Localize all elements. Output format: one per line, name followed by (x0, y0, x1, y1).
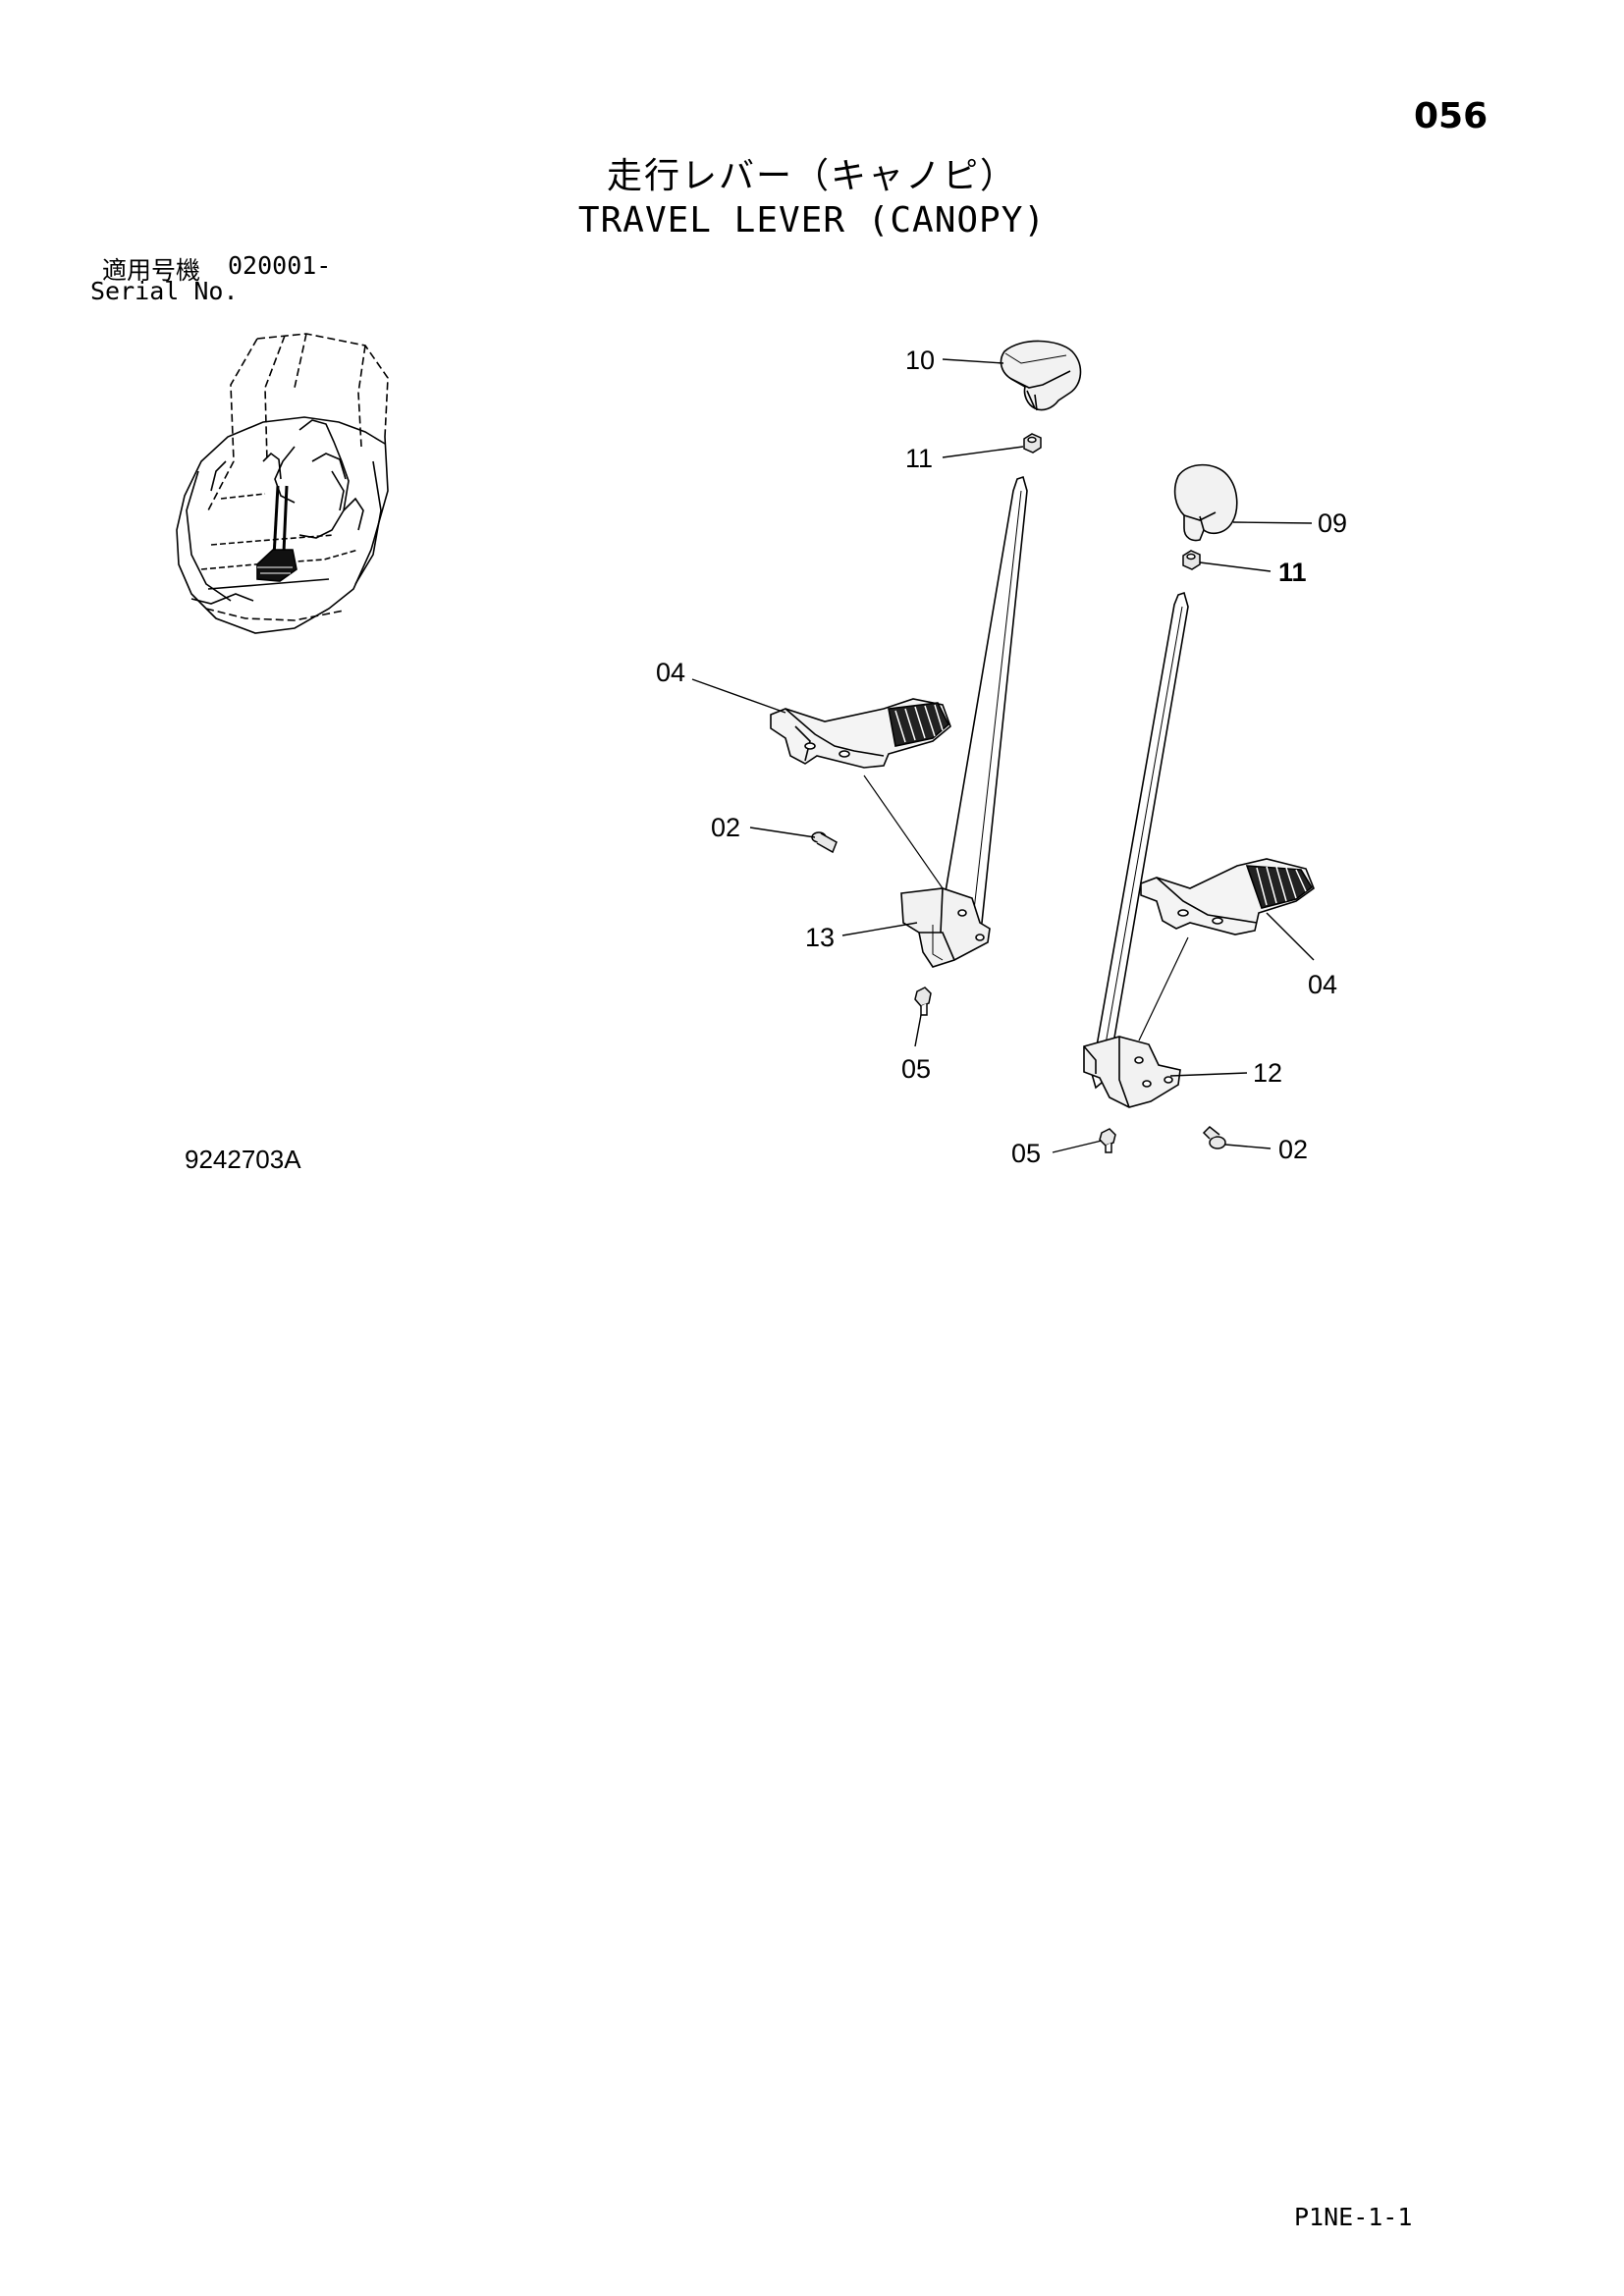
part-02-bolt-left (811, 831, 838, 854)
page-title-japanese: 走行レバー（キャノピ） (606, 156, 1017, 196)
lever-rod-left (940, 475, 1028, 938)
part-05-screw-right (1099, 1128, 1116, 1153)
callout-05-left: 05 (901, 1054, 931, 1084)
callout-09: 09 (1318, 508, 1347, 538)
serial-value: 020001- (228, 251, 332, 280)
part-11-nut-lower (1182, 550, 1201, 570)
canopy-locator-illustration (176, 333, 389, 634)
assembly-line-left (863, 774, 944, 889)
callout-05-right: 05 (1011, 1139, 1041, 1168)
callout-10: 10 (905, 346, 935, 375)
part-02-bolt-right (1202, 1125, 1226, 1149)
callout-11-lower: 11 (1278, 558, 1307, 587)
lever-rod-right (1091, 591, 1189, 1090)
part-11-nut-upper (1023, 433, 1042, 454)
callout-02-right: 02 (1278, 1135, 1308, 1164)
page-title-english: TRAVEL LEVER (CANOPY) (577, 200, 1047, 240)
callout-11-upper: 11 (905, 444, 933, 473)
part-04-travel-pedal-right (1140, 858, 1315, 935)
footer-code: P1NE-1-1 (1294, 2203, 1413, 2231)
callout-04-left: 04 (656, 658, 685, 687)
callout-04-right: 04 (1308, 970, 1337, 999)
drawing-number: 9242703A (185, 1145, 301, 1174)
callout-02-left: 02 (711, 813, 740, 842)
serial-label-english: Serial No. (90, 277, 239, 305)
part-10-grip-knob (1000, 340, 1082, 411)
part-13-bracket-left (900, 887, 991, 968)
serial-label-japanese: 適用号機 (102, 256, 201, 285)
leader-lines (691, 358, 1315, 1153)
part-09-grip-knob (1173, 463, 1238, 542)
page-number: 056 (1414, 96, 1489, 136)
callout-13: 13 (805, 923, 835, 952)
part-05-screw-left (914, 987, 932, 1016)
part-04-travel-pedal-left (770, 698, 951, 769)
callout-12: 12 (1253, 1058, 1282, 1088)
part-12-bracket-right (1083, 1036, 1181, 1108)
assembly-line-right (1138, 936, 1189, 1041)
